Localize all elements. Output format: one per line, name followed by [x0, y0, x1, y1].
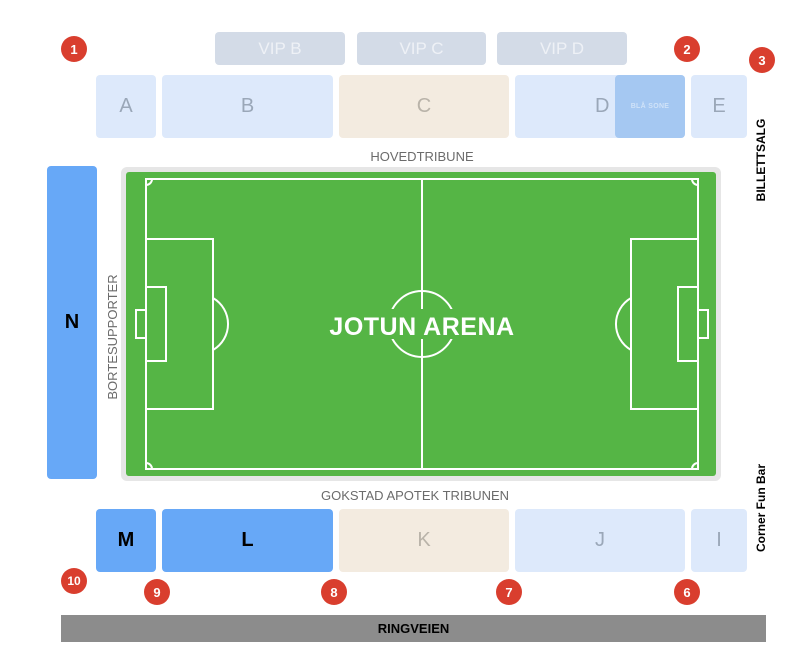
entrance-badge-8[interactable]: 8: [321, 579, 347, 605]
section-vip-b[interactable]: VIP B: [215, 32, 345, 65]
section-i-label: I: [716, 529, 722, 551]
goal-right: [697, 309, 709, 339]
penalty-arc-left: [212, 297, 230, 351]
stand-label-gokstad: GOKSTAD APOTEK TRIBUNEN: [320, 488, 510, 503]
section-n-label: N: [64, 311, 80, 333]
corner-arc-tr: [691, 178, 699, 186]
section-j[interactable]: J: [515, 509, 685, 572]
entrance-badge-6[interactable]: 6: [674, 579, 700, 605]
stand-label-hovedtribune: HOVEDTRIBUNE: [370, 149, 474, 164]
penalty-arc-right: [614, 297, 632, 351]
section-b-label: B: [240, 95, 255, 117]
bla-sone-label: BLÅ SONE: [630, 103, 670, 110]
section-k[interactable]: K: [339, 509, 509, 572]
football-pitch: JOTUN ARENA: [121, 167, 721, 481]
corner-fun-bar-label: Corner Fun Bar: [754, 464, 768, 553]
corner-arc-br: [691, 462, 699, 470]
billettsalg-label: BILLETTSALG: [754, 118, 768, 202]
section-c[interactable]: C: [339, 75, 509, 138]
arena-name: JOTUN ARENA: [329, 313, 514, 341]
corner-arc-bl: [145, 462, 153, 470]
section-vip-c[interactable]: VIP C: [357, 32, 486, 65]
section-e[interactable]: E: [691, 75, 747, 138]
vip-c-label: VIP C: [399, 38, 444, 58]
vip-b-label: VIP B: [258, 38, 302, 58]
entrance-badge-3[interactable]: 3: [749, 47, 775, 73]
section-c-label: C: [416, 95, 432, 117]
section-e-label: E: [712, 95, 726, 117]
section-l-label: L: [241, 529, 254, 551]
goal-left: [135, 309, 147, 339]
stand-label-bortesupporter: BORTESUPPORTER: [105, 274, 120, 400]
section-n[interactable]: N: [47, 166, 97, 479]
section-b[interactable]: B: [162, 75, 333, 138]
section-k-label: K: [417, 529, 431, 551]
entrance-badge-1[interactable]: 1: [61, 36, 87, 62]
section-d-label: D: [595, 95, 610, 117]
vip-d-label: VIP D: [539, 38, 585, 58]
section-i[interactable]: I: [691, 509, 747, 572]
entrance-badge-9[interactable]: 9: [144, 579, 170, 605]
section-m[interactable]: M: [96, 509, 156, 572]
road-ringveien: RINGVEIEN: [61, 615, 766, 642]
section-vip-d[interactable]: VIP D: [497, 32, 627, 65]
entrance-badge-7[interactable]: 7: [496, 579, 522, 605]
entrance-badge-2[interactable]: 2: [674, 36, 700, 62]
corner-arc-tl: [145, 178, 153, 186]
section-j-label: J: [595, 529, 605, 551]
section-l[interactable]: L: [162, 509, 333, 572]
section-m-label: M: [117, 529, 135, 551]
section-a[interactable]: A: [96, 75, 156, 138]
section-bla-sone[interactable]: BLÅ SONE: [615, 75, 685, 138]
road-label: RINGVEIEN: [377, 621, 450, 636]
section-a-label: A: [119, 95, 133, 117]
entrance-badge-10[interactable]: 10: [61, 568, 87, 594]
